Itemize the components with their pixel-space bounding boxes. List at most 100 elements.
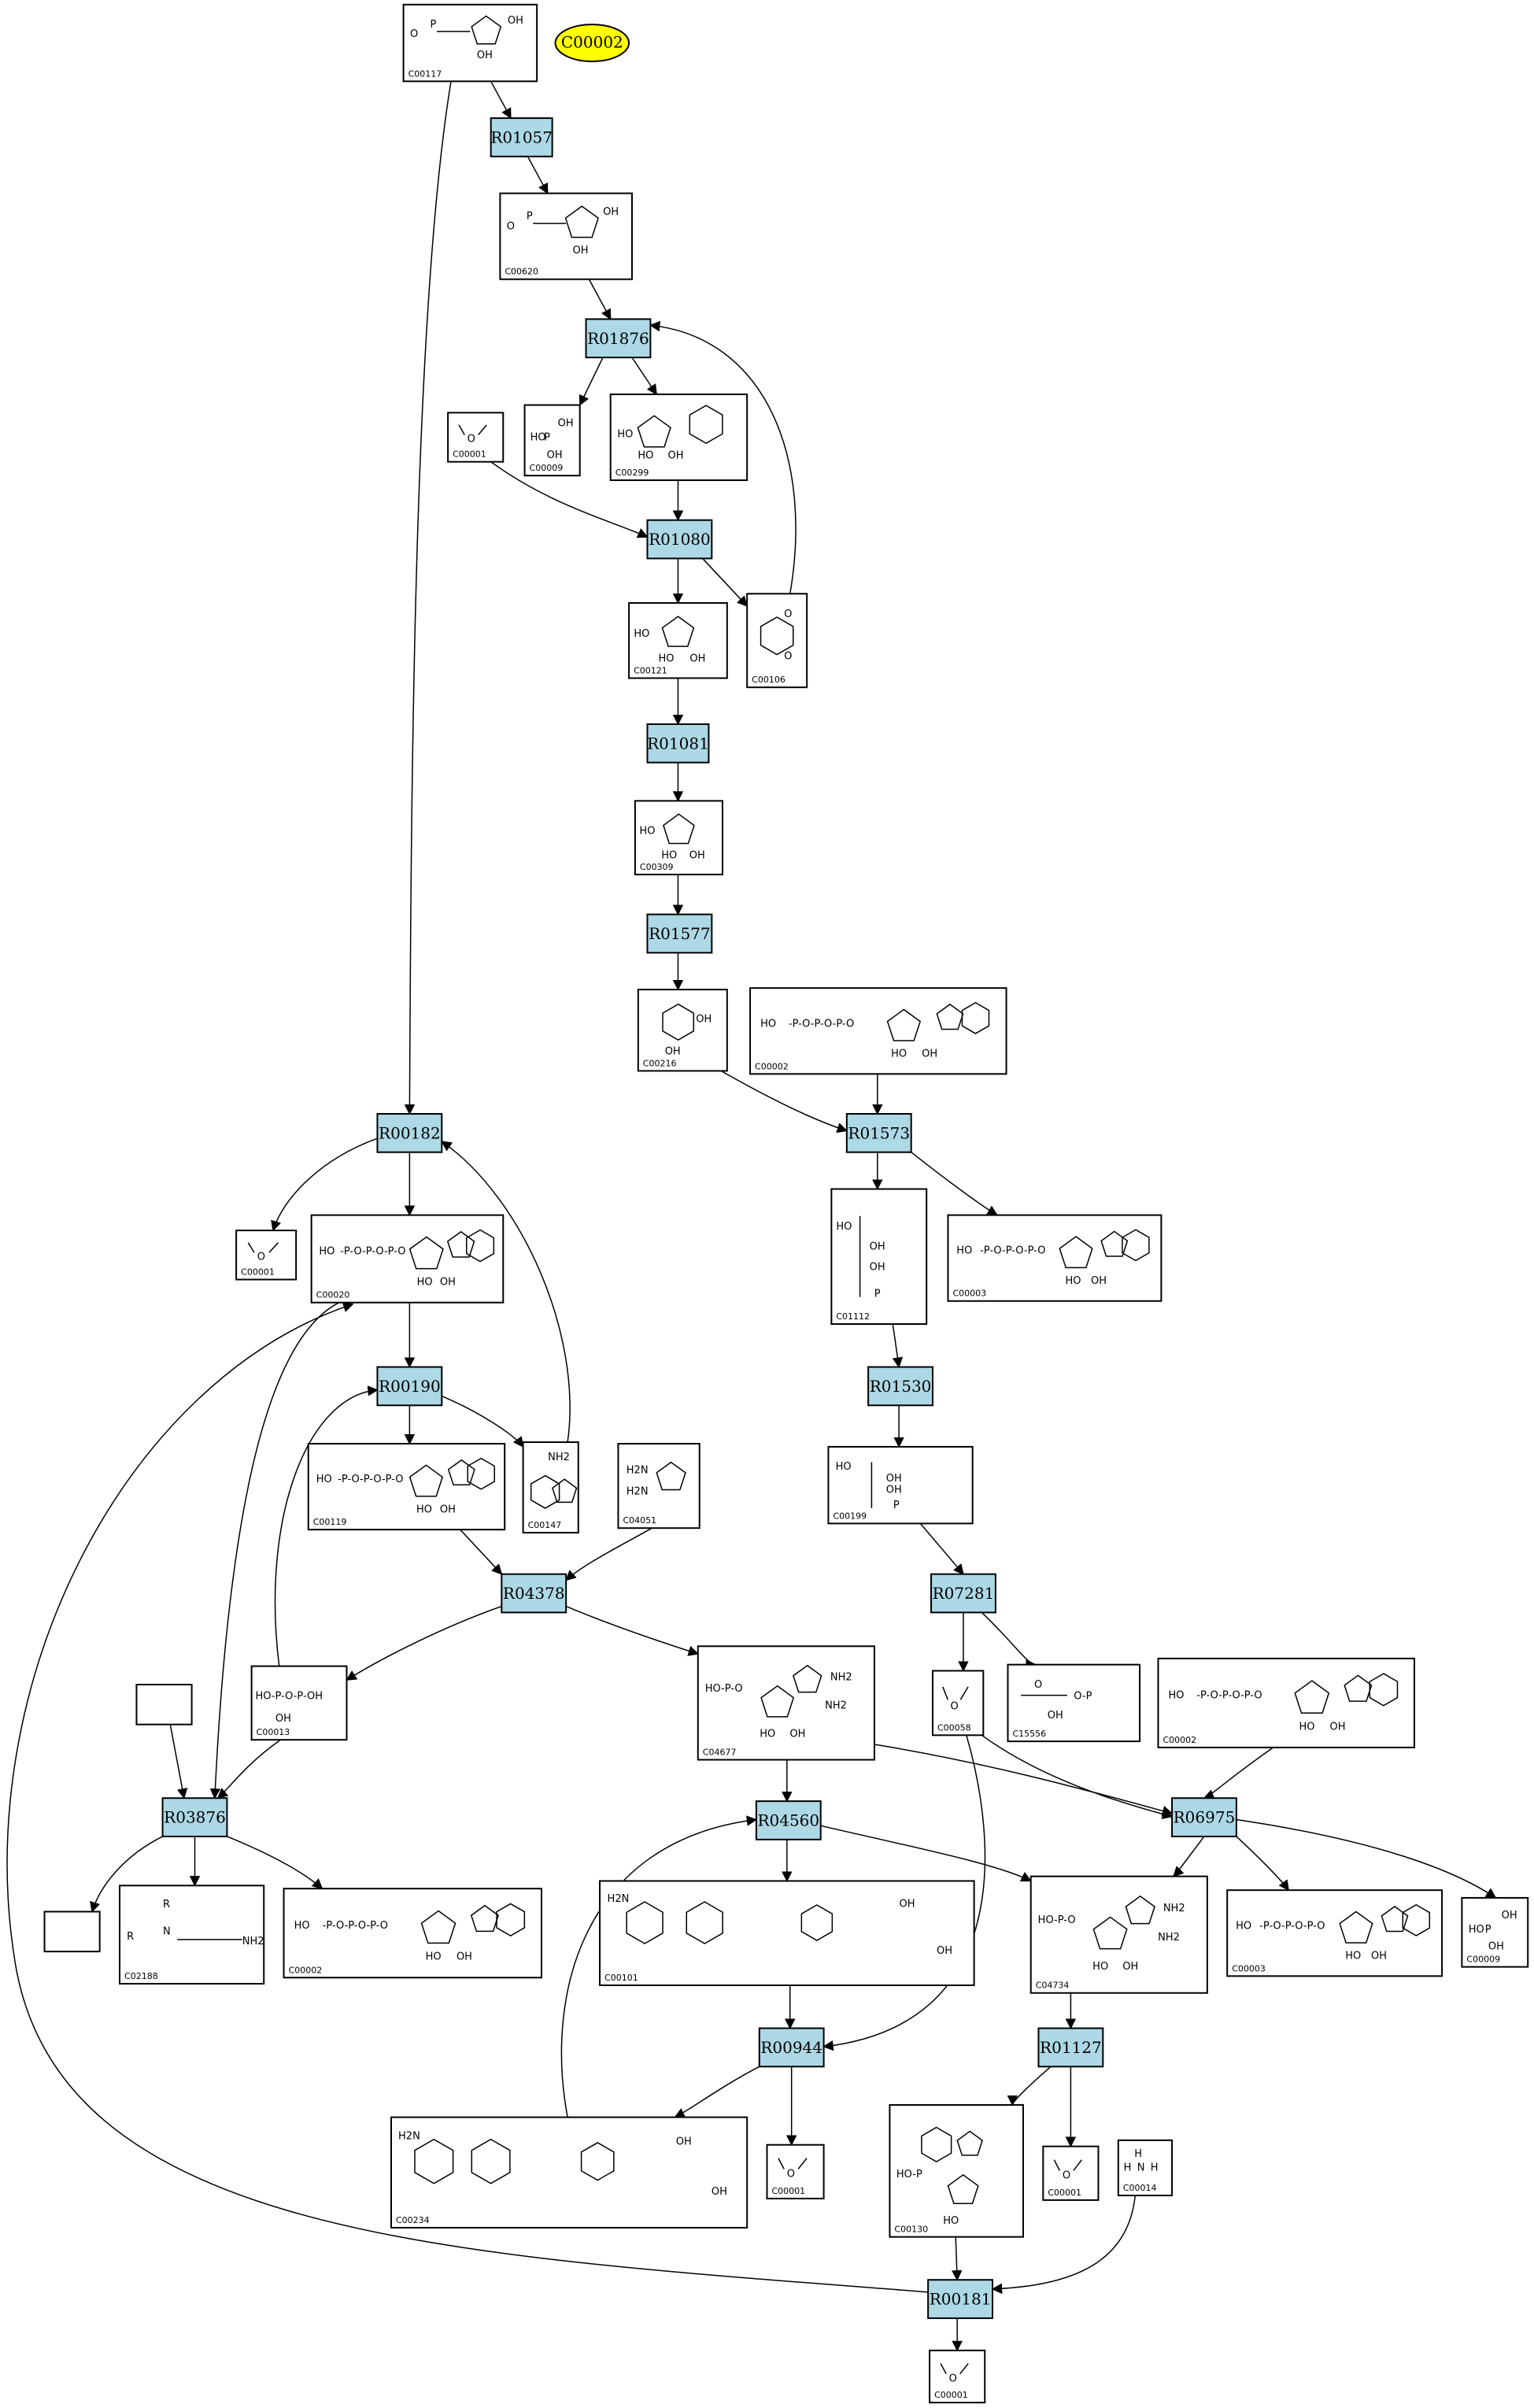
compound-label: C00119: [313, 1517, 347, 1527]
compound-box: [617, 1443, 700, 1530]
reaction-node[interactable]: R01057: [490, 117, 553, 157]
reaction-label: R00190: [379, 1377, 441, 1396]
svg-text:OH: OH: [870, 1241, 885, 1253]
reaction-label: R06975: [1174, 1808, 1236, 1827]
reaction-node[interactable]: R01081: [646, 723, 710, 764]
svg-text:HO: HO: [319, 1246, 335, 1258]
reaction-node[interactable]: R04378: [501, 1573, 567, 1614]
reaction-node[interactable]: R01080: [646, 519, 713, 560]
edge-arrow: [169, 1724, 188, 1800]
reaction-box: [490, 117, 553, 157]
svg-text:OH: OH: [689, 653, 705, 664]
structure-drawing: OO-POH: [1021, 1679, 1092, 1722]
reaction-node[interactable]: R00181: [927, 2279, 994, 2319]
svg-text:NH2: NH2: [830, 1672, 852, 1684]
reaction-node[interactable]: R01876: [585, 318, 652, 359]
compound-box: [250, 1665, 348, 1741]
svg-text:HO: HO: [943, 2215, 959, 2227]
reaction-node[interactable]: R04560: [755, 1800, 822, 1840]
compound-box: [947, 1214, 1163, 1302]
reaction-node[interactable]: R00190: [376, 1366, 443, 1407]
svg-text:HO: HO: [639, 825, 655, 837]
reaction-label: R03876: [164, 1808, 226, 1827]
compound-label: C00001: [241, 1267, 275, 1277]
compound-label: C00003: [1232, 1963, 1266, 1973]
reaction-node[interactable]: R01127: [1037, 2027, 1104, 2068]
compound-box: [628, 601, 728, 679]
edge-arrow: [631, 357, 657, 396]
edge-arrow: [874, 1744, 1174, 1817]
reaction-node[interactable]: R06975: [1171, 1797, 1237, 1837]
svg-text:OH: OH: [1330, 1721, 1346, 1733]
reaction-node[interactable]: R01577: [646, 913, 713, 954]
edge-arrow: [209, 1302, 340, 1800]
reaction-label: R01057: [490, 128, 553, 146]
empty-node[interactable]: [135, 1684, 193, 1726]
svg-text:OH: OH: [457, 1951, 472, 1963]
compound-box: [1157, 1657, 1415, 1748]
edge-arrow: [991, 2195, 1137, 2295]
reaction-box: [646, 519, 713, 560]
edge-arrow: [952, 2236, 963, 2281]
compound-label: C04051: [623, 1515, 656, 1526]
compound-label: C00058: [937, 1722, 971, 1733]
reaction-node[interactable]: R00182: [376, 1112, 443, 1153]
reaction-node[interactable]: R03876: [161, 1797, 228, 1837]
compound-box: [931, 1670, 985, 1737]
reaction-box: [758, 2027, 825, 2068]
compound-label: C00020: [316, 1290, 350, 1300]
edge-arrow: [6, 1302, 929, 2293]
reaction-box: [585, 318, 652, 359]
empty-node[interactable]: [43, 1910, 101, 1953]
reaction-node[interactable]: R01530: [867, 1366, 933, 1407]
compound-label: C00001: [1048, 2188, 1081, 2198]
reaction-node[interactable]: R00944: [758, 2027, 825, 2068]
compound-label: C00013: [257, 1727, 290, 1737]
svg-text:OH: OH: [922, 1048, 937, 1060]
svg-text:HO: HO: [1169, 1690, 1185, 1702]
svg-text:OH: OH: [676, 2136, 692, 2148]
reaction-node[interactable]: R01573: [845, 1112, 912, 1153]
highlighted-compound[interactable]: C00002: [554, 24, 630, 62]
reaction-node[interactable]: R07281: [930, 1573, 996, 1614]
compound-box: [1042, 2145, 1100, 2201]
